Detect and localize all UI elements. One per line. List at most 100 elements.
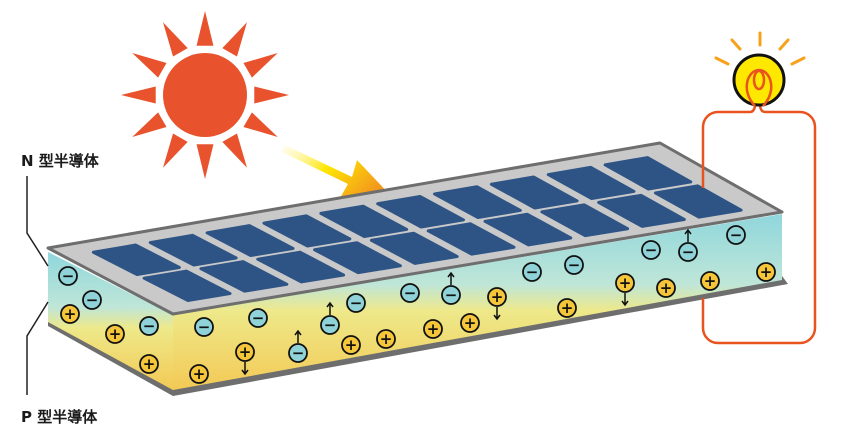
sun-icon (121, 11, 289, 179)
light-bulb-icon (714, 31, 806, 107)
plus-sign: + (380, 330, 393, 348)
electron: − (522, 262, 542, 282)
plus-sign: + (345, 336, 358, 354)
sun-ray (243, 53, 278, 78)
arrow-up-icon (326, 301, 334, 315)
electron: − (320, 301, 340, 335)
minus-sign: − (568, 256, 581, 274)
n-type-leader-line (26, 176, 49, 267)
circuit-wire (701, 105, 817, 345)
solar-cell (376, 194, 465, 229)
arrow-up-icon (447, 271, 455, 285)
minus-sign: − (445, 286, 458, 304)
plus-sign: + (64, 305, 77, 323)
electron: − (441, 271, 461, 305)
hole: + (756, 262, 776, 282)
electron: − (726, 225, 746, 245)
electron: − (82, 290, 102, 310)
arrow-up-icon (684, 228, 692, 242)
left-side-face (48, 252, 173, 390)
sun-ray (196, 11, 214, 46)
hole: + (60, 304, 80, 324)
plus-sign: + (704, 272, 717, 290)
sun-ray (222, 133, 247, 168)
electron: − (58, 266, 78, 286)
plus-sign: + (427, 320, 440, 338)
solar-cells (91, 156, 743, 302)
minus-sign: − (86, 291, 99, 309)
solar-cell (540, 203, 630, 238)
solar-cell (142, 269, 232, 302)
hole: + (656, 278, 676, 298)
solar-cell (433, 185, 522, 220)
electron: − (248, 308, 268, 328)
sun-ray (254, 86, 289, 104)
sun-disc (163, 53, 247, 137)
hole: + (235, 342, 255, 376)
plus-sign: + (561, 299, 574, 317)
hole: + (700, 271, 720, 291)
plus-sign: + (239, 343, 252, 361)
minus-sign: − (292, 344, 305, 362)
solar-cell (489, 175, 579, 210)
hole: + (376, 329, 396, 349)
sun-ray (132, 112, 167, 137)
minus-sign: − (324, 316, 337, 334)
solar-cell (148, 233, 238, 267)
solar-cell (205, 224, 295, 258)
minus-sign: − (62, 267, 75, 285)
electron: − (346, 293, 366, 313)
solar-cell (369, 231, 459, 265)
charges: −−++−+−+−+−−−++−+−++−+−+−+−+−+ (58, 225, 776, 384)
minus-sign: − (350, 294, 363, 312)
plus-sign: + (619, 274, 632, 292)
arrow-up-icon (294, 329, 302, 343)
hole: + (423, 319, 443, 339)
hole: + (487, 287, 507, 321)
n-type-label: N 型半導体 (21, 152, 99, 170)
sun-ray (163, 133, 188, 168)
plus-sign: + (760, 263, 773, 281)
hole: + (557, 298, 577, 318)
sun-ray (222, 22, 247, 57)
sun-ray (243, 112, 278, 137)
sunlight-arrow (282, 145, 392, 198)
solar-cell (426, 222, 516, 256)
electron: − (288, 329, 308, 363)
minus-sign: − (404, 284, 417, 302)
electron: − (678, 228, 698, 262)
front-side-face (173, 214, 782, 390)
sun-ray (132, 53, 167, 78)
solar-cell (653, 184, 743, 219)
plus-sign: + (491, 288, 504, 306)
p-type-leader-line (26, 301, 49, 395)
hole: + (105, 324, 125, 344)
minus-sign: − (682, 243, 695, 261)
sun-ray (121, 86, 156, 104)
solar-cell (319, 204, 409, 239)
minus-sign: − (526, 263, 539, 281)
electron: − (139, 316, 159, 336)
hole: + (189, 364, 209, 384)
solar-cell (597, 193, 686, 228)
solar-cell (199, 260, 289, 293)
electron: − (400, 283, 420, 303)
electron: − (641, 240, 661, 260)
minus-sign: − (252, 309, 265, 327)
hole: + (341, 335, 361, 355)
p-type-label: P 型半導体 (21, 408, 98, 426)
electron: − (194, 317, 214, 337)
hole: + (460, 313, 480, 333)
solar-cell (483, 212, 573, 247)
solar-cell (91, 243, 181, 277)
minus-sign: − (198, 318, 211, 336)
arrow-down-icon (241, 362, 249, 376)
minus-sign: − (143, 317, 156, 335)
electron: − (564, 255, 584, 275)
plus-sign: + (109, 325, 122, 343)
sun-ray (163, 22, 188, 57)
plus-sign: + (660, 279, 673, 297)
solar-cell (546, 165, 636, 201)
arrow-down-icon (493, 307, 501, 321)
arrow-down-icon (621, 293, 629, 307)
